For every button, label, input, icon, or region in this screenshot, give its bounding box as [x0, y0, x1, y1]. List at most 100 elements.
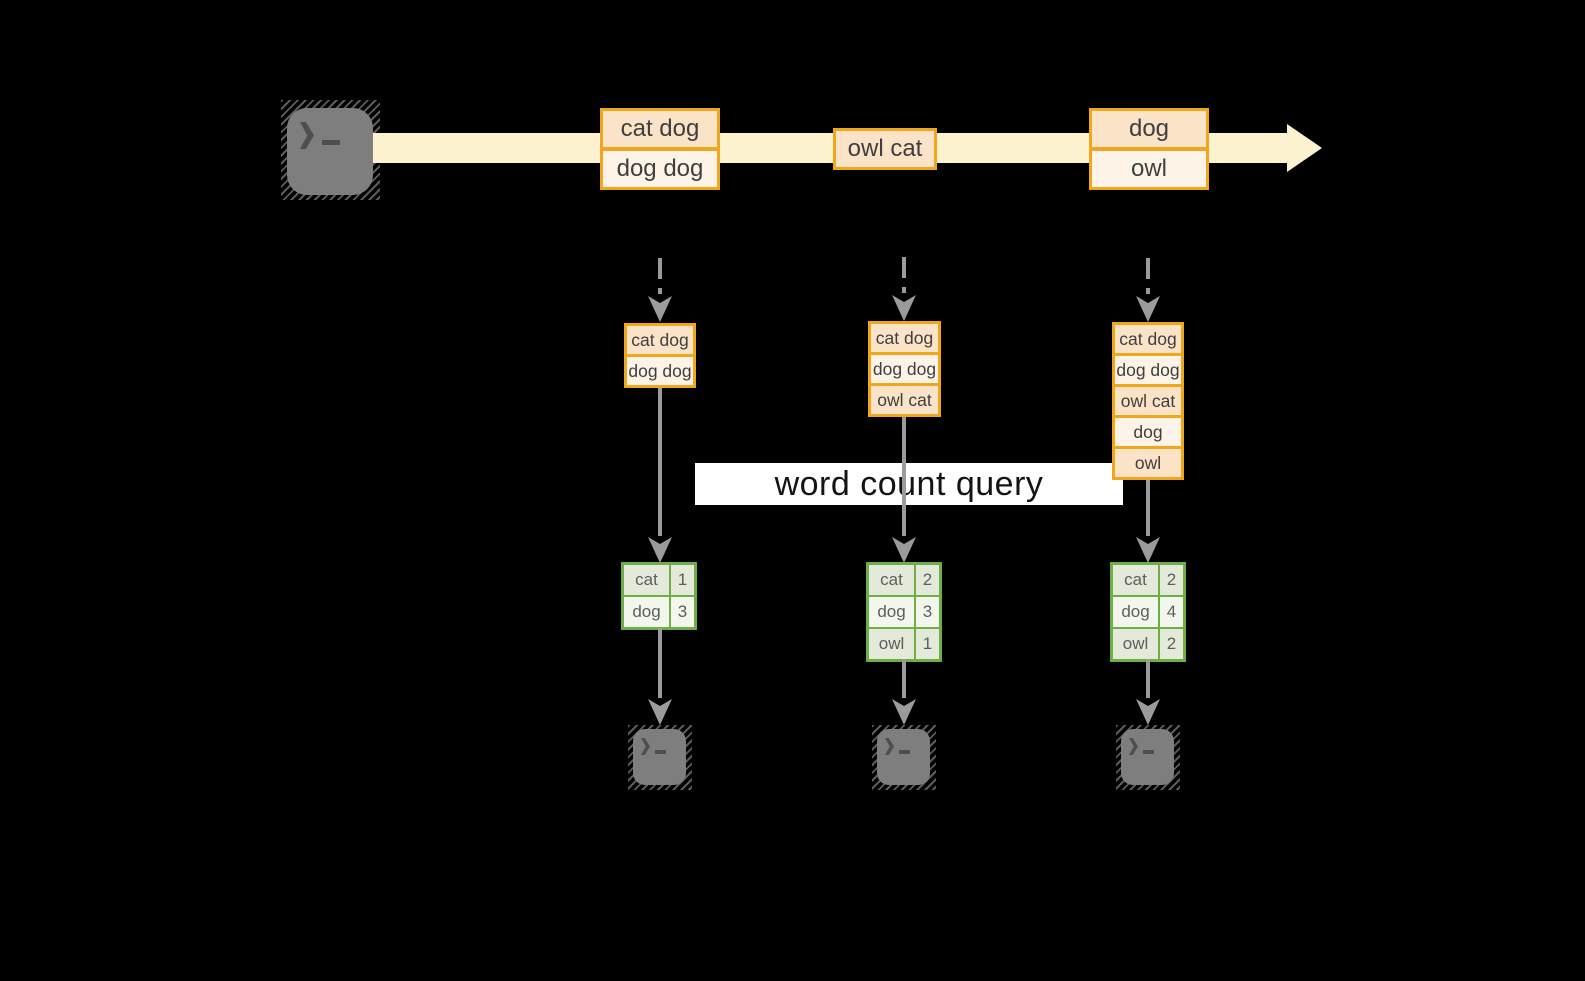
- count-value-cell: 4: [1159, 596, 1184, 628]
- terminal-output-icon: [628, 725, 692, 790]
- output-arrow: [1136, 659, 1160, 725]
- count-value: 2: [922, 570, 933, 589]
- count-row: cat 1: [623, 564, 695, 596]
- buffer-record: owl cat: [868, 383, 941, 417]
- ingest-arrow: [1136, 258, 1160, 322]
- arrow-head: [892, 699, 916, 725]
- query-arrow: [1136, 480, 1160, 563]
- record-label: dog dog: [1116, 359, 1180, 380]
- count-row: dog 3: [623, 596, 695, 628]
- event-stream-arrowhead: [1287, 124, 1322, 172]
- count-row: owl 2: [1112, 628, 1184, 660]
- stream-record: owl cat: [833, 128, 937, 170]
- record-buffer: cat dog dog dog owl cat dog owl: [1112, 322, 1184, 480]
- prompt-underscore-icon: [1143, 750, 1154, 754]
- count-word: dog: [1121, 602, 1150, 621]
- record-label: cat dog: [875, 327, 934, 348]
- count-word: owl: [1122, 634, 1149, 653]
- count-row: dog 4: [1112, 596, 1184, 628]
- count-value-cell: 2: [1159, 564, 1184, 596]
- count-value-cell: 1: [670, 564, 695, 596]
- buffer-record: dog: [1112, 415, 1184, 449]
- count-value-cell: 2: [1159, 628, 1184, 660]
- output-arrow: [892, 659, 916, 725]
- terminal-output-icon: [872, 725, 936, 790]
- arrow-head: [1136, 296, 1160, 322]
- stream-record-group: owl cat: [833, 128, 937, 170]
- stream-record-group: cat dog dog dog: [600, 108, 720, 190]
- terminal-body: [877, 729, 930, 785]
- stream-record: cat dog: [600, 108, 720, 150]
- prompt-chevron-icon: [885, 738, 894, 755]
- record-label: owl cat: [877, 389, 932, 410]
- count-word-cell: owl: [1112, 628, 1159, 660]
- count-value: 1: [677, 570, 688, 589]
- banner-label: word count query: [774, 464, 1044, 503]
- count-word: cat: [880, 570, 903, 589]
- stream-record: owl: [1089, 148, 1209, 190]
- count-row: cat 2: [1112, 564, 1184, 596]
- terminal-body: [287, 108, 373, 195]
- count-word-cell: dog: [1112, 596, 1159, 628]
- terminal-output-icon: [1116, 725, 1180, 790]
- count-value: 2: [1166, 634, 1177, 653]
- record-buffer: cat dog dog dog owl cat: [868, 321, 941, 417]
- arrow-head: [1136, 537, 1160, 563]
- stream-record-group: dog owl: [1089, 108, 1209, 190]
- output-arrow: [648, 628, 672, 725]
- count-value: 4: [1166, 602, 1177, 621]
- prompt-chevron-icon: [1129, 738, 1138, 755]
- ingest-arrow: [892, 257, 916, 321]
- count-value: 2: [1166, 570, 1177, 589]
- record-label: owl cat: [1120, 390, 1176, 411]
- terminal-body: [633, 729, 686, 785]
- count-word: cat: [635, 570, 658, 589]
- count-value-cell: 3: [915, 596, 940, 628]
- count-row: dog 3: [868, 596, 940, 628]
- prompt-underscore-icon: [322, 140, 340, 145]
- count-word-cell: cat: [1112, 564, 1159, 596]
- buffer-record: dog dog: [1112, 353, 1184, 387]
- count-value-cell: 2: [915, 564, 940, 596]
- record-label: dog: [1128, 115, 1170, 142]
- count-row: owl 1: [868, 628, 940, 660]
- record-label: cat dog: [620, 115, 700, 142]
- prompt-underscore-icon: [899, 750, 910, 754]
- count-value: 3: [922, 602, 933, 621]
- count-word: dog: [632, 602, 661, 621]
- terminal-source-icon: [281, 100, 380, 200]
- count-value: 3: [677, 602, 688, 621]
- query-arrow: [892, 417, 916, 563]
- record-label: dog dog: [616, 155, 704, 182]
- arrow-head: [648, 537, 672, 563]
- record-label: dog dog: [872, 358, 937, 379]
- record-label: dog: [1133, 421, 1163, 442]
- count-table: cat 1 dog 3: [621, 562, 697, 630]
- buffer-record: owl: [1112, 446, 1184, 480]
- count-value-cell: 1: [915, 628, 940, 660]
- record-buffer: cat dog dog dog: [624, 323, 696, 388]
- arrow-head: [892, 537, 916, 563]
- stream-record: dog dog: [600, 148, 720, 190]
- record-label: cat dog: [1119, 328, 1177, 349]
- record-label: dog dog: [628, 360, 692, 381]
- arrow-head: [648, 296, 672, 322]
- count-word: dog: [877, 602, 906, 621]
- record-label: owl: [1134, 452, 1162, 473]
- buffer-record: dog dog: [624, 354, 696, 388]
- count-value-cell: 3: [670, 596, 695, 628]
- count-word-cell: owl: [868, 628, 915, 660]
- terminal-body: [1121, 729, 1174, 785]
- count-word: owl: [878, 634, 905, 653]
- word-count-query-banner: word count query: [695, 463, 1123, 505]
- ingest-arrow: [648, 258, 672, 322]
- record-label: owl: [1130, 155, 1167, 182]
- count-word-cell: dog: [623, 596, 670, 628]
- query-arrow: [648, 388, 672, 563]
- buffer-record: dog dog: [868, 352, 941, 386]
- count-word-cell: cat: [623, 564, 670, 596]
- count-word-cell: dog: [868, 596, 915, 628]
- prompt-chevron-icon: [300, 122, 314, 149]
- stream-record: dog: [1089, 108, 1209, 150]
